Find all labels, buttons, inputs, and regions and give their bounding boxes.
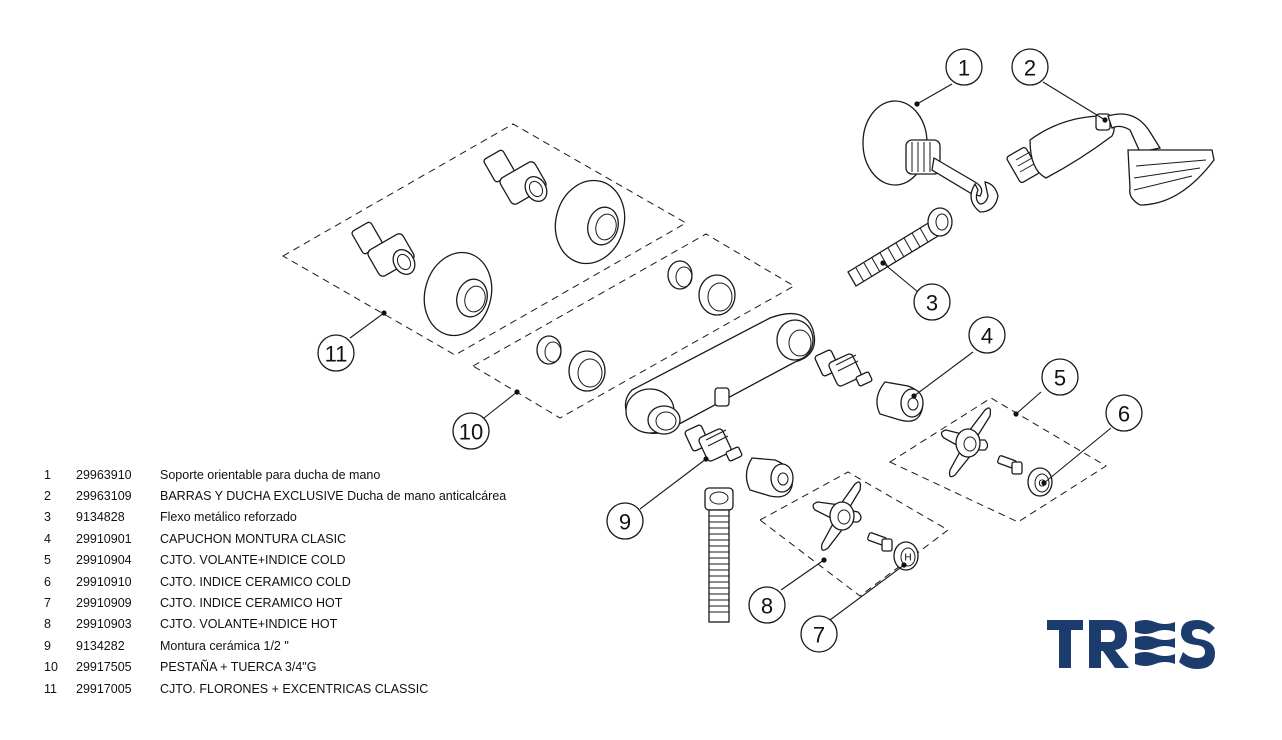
parts-list-row: 6 29910910 CJTO. INDICE CERAMICO COLD — [44, 571, 506, 592]
part-description: BARRAS Y DUCHA EXCLUSIVE Ducha de mano a… — [160, 489, 507, 504]
part-number: 4 — [44, 531, 51, 546]
part-description: CJTO. VOLANTE+INDICE HOT — [160, 617, 338, 632]
part-description: CJTO. FLORONES + EXCENTRICAS CLASSIC — [160, 681, 429, 696]
index-cap-hot: H — [893, 541, 919, 571]
hose-lower — [704, 487, 734, 623]
callout-5: 5 — [1041, 358, 1079, 396]
part-code: 29917505 — [76, 660, 132, 675]
callout-7: 7 — [800, 615, 838, 653]
part-code: 29910901 — [76, 531, 132, 546]
parts-list-row: 7 29910909 CJTO. INDICE CERAMICO HOT — [44, 592, 506, 613]
part-code: 29963910 — [76, 467, 132, 482]
handle-hot — [812, 481, 862, 551]
part-number: 9 — [44, 638, 51, 653]
parts-list-row: 4 29910901 CAPUCHON MONTURA CLASIC — [44, 528, 506, 549]
part-code: 29910904 — [76, 553, 132, 568]
hose-upper — [847, 207, 953, 287]
screw-cold — [997, 455, 1023, 475]
parts-list-row: 1 29963910 Soporte orientable para ducha… — [44, 464, 506, 485]
part-description: Flexo metálico reforzado — [160, 510, 297, 525]
flange-nut-upper — [667, 260, 736, 316]
part-code: 29910909 — [76, 596, 132, 611]
hand-shower — [1006, 113, 1215, 206]
callout-6: 6 — [1105, 394, 1143, 432]
part-description: CJTO. INDICE CERAMICO COLD — [160, 574, 351, 589]
part-code: 29910910 — [76, 574, 132, 589]
parts-list-row: 10 29917505 PESTAÑA + TUERCA 3/4"G — [44, 657, 506, 678]
ceramic-cartridge-lower — [684, 424, 743, 462]
eccentric-connector-upper — [483, 149, 548, 205]
callout-8: 8 — [748, 586, 786, 624]
part-number: 6 — [44, 574, 51, 589]
parts-list-row: 9 9134282 Montura cerámica 1/2 " — [44, 635, 506, 656]
group-8-outline — [759, 471, 949, 597]
callout-10-label: 10 — [459, 420, 483, 445]
group-11-outline — [281, 123, 688, 356]
parts-list-row: 11 29917005 CJTO. FLORONES + EXCENTRICAS… — [44, 678, 506, 699]
parts-list-row: 8 29910903 CJTO. VOLANTE+INDICE HOT — [44, 614, 506, 635]
part-number: 2 — [44, 489, 51, 504]
callout-10: 10 — [452, 412, 490, 450]
part-code: 9134282 — [76, 638, 125, 653]
index-hot-letter: H — [904, 553, 911, 564]
handle-cold — [940, 407, 992, 478]
mixer-body — [624, 312, 816, 435]
leader-lines — [349, 81, 1112, 621]
callout-2: 2 — [1011, 48, 1049, 86]
callout-5-label: 5 — [1054, 366, 1066, 391]
part-code: 29963109 — [76, 489, 132, 504]
index-cap-cold: C — [1027, 467, 1053, 497]
callout-11: 11 — [317, 334, 355, 372]
flange-nut-lower — [536, 335, 606, 392]
callout-11-label: 11 — [325, 342, 348, 367]
part-description: CAPUCHON MONTURA CLASIC — [160, 531, 347, 546]
rosette-lower — [423, 251, 493, 337]
part-description: Montura cerámica 1/2 " — [160, 638, 289, 653]
part-number: 1 — [44, 467, 51, 482]
callout-1-label: 1 — [958, 56, 970, 81]
callout-7-label: 7 — [813, 623, 825, 648]
rosette-upper — [554, 179, 626, 265]
part-number: 7 — [44, 596, 51, 611]
part-number: 5 — [44, 553, 51, 568]
callout-9-label: 9 — [619, 510, 631, 535]
eccentric-connector-lower — [351, 221, 416, 277]
part-number: 10 — [44, 660, 58, 675]
callout-4: 4 — [968, 316, 1006, 354]
part-code: 29910903 — [76, 617, 132, 632]
group-5-outline — [888, 397, 1107, 523]
group-10-outline — [472, 233, 795, 419]
part-code: 29917005 — [76, 681, 132, 696]
callout-3-label: 3 — [926, 291, 938, 316]
parts-list-row: 5 29910904 CJTO. VOLANTE+INDICE COLD — [44, 550, 506, 571]
part-number: 11 — [44, 681, 57, 696]
part-code: 9134828 — [76, 510, 125, 525]
part-description: Soporte orientable para ducha de mano — [160, 467, 381, 482]
parts-list-row: 2 29963109 BARRAS Y DUCHA EXCLUSIVE Duch… — [44, 485, 506, 506]
wall-bracket — [862, 100, 999, 213]
tres-logo — [1047, 620, 1215, 669]
callout-2-label: 2 — [1024, 56, 1036, 81]
callout-9: 9 — [606, 502, 644, 540]
part-description: CJTO. VOLANTE+INDICE COLD — [160, 553, 346, 568]
callout-1: 1 — [945, 48, 983, 86]
callout-3: 3 — [913, 283, 951, 321]
screw-hot — [867, 532, 893, 552]
part-number: 3 — [44, 510, 51, 525]
cartridge-cap-upper — [876, 381, 924, 422]
callout-4-label: 4 — [981, 324, 993, 349]
parts-list-row: 3 9134828 Flexo metálico reforzado — [44, 507, 506, 528]
part-description: CJTO. INDICE CERAMICO HOT — [160, 596, 343, 611]
callout-6-label: 6 — [1118, 402, 1130, 427]
part-number: 8 — [44, 617, 51, 632]
ceramic-cartridge-upper — [814, 349, 873, 387]
cartridge-cap-lower — [745, 457, 794, 498]
part-description: PESTAÑA + TUERCA 3/4"G — [160, 660, 317, 675]
parts-list: 1 29963910 Soporte orientable para ducha… — [44, 464, 506, 699]
callout-8-label: 8 — [761, 594, 773, 619]
